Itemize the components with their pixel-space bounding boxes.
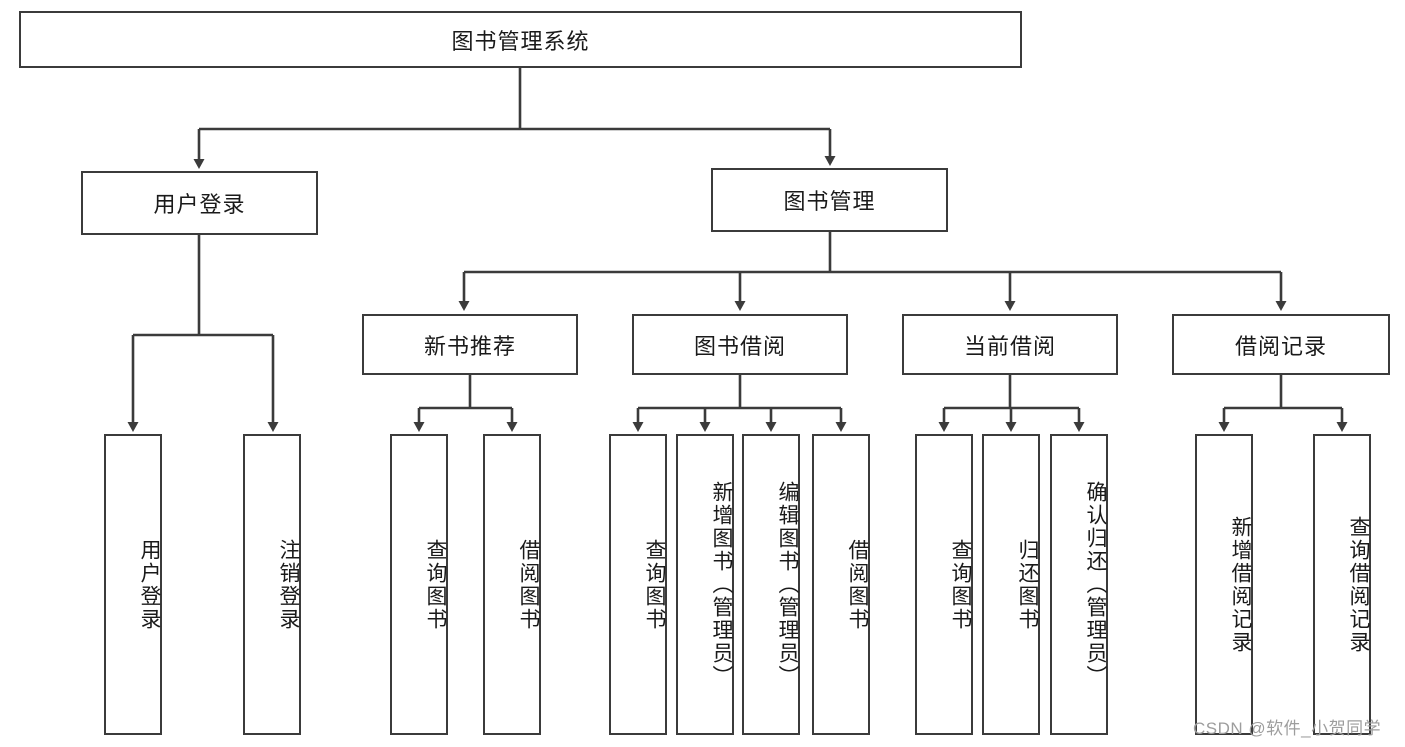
leaf-book-borrow-3[interactable]: 编辑图书（管理员） bbox=[742, 434, 800, 735]
node-book-management[interactable]: 图书管理 bbox=[711, 168, 948, 232]
leaf-user-login-1[interactable]: 用户登录 bbox=[104, 434, 162, 735]
leaf-book-borrow-2[interactable]: 新增图书（管理员） bbox=[676, 434, 734, 735]
leaf-book-borrow-2-label: 新增图书（管理员） bbox=[710, 481, 733, 688]
node-borrow-record-label: 借阅记录 bbox=[1234, 333, 1327, 359]
node-new-book-recommend[interactable]: 新书推荐 bbox=[362, 314, 578, 375]
node-book-borrow-label: 图书借阅 bbox=[693, 333, 786, 359]
leaf-current-borrow-2-label: 归还图书 bbox=[1016, 538, 1039, 631]
leaf-current-borrow-3[interactable]: 确认归还（管理员） bbox=[1050, 434, 1108, 735]
leaf-new-book-2[interactable]: 借阅图书 bbox=[483, 434, 541, 735]
node-user-login-label: 用户登录 bbox=[153, 192, 246, 217]
leaf-book-borrow-4-label: 借阅图书 bbox=[846, 538, 869, 631]
leaf-new-book-1[interactable]: 查询图书 bbox=[390, 434, 448, 735]
csdn-watermark: CSDN @软件_小贺同学 bbox=[1193, 719, 1382, 738]
node-root[interactable]: 图书管理系统 bbox=[19, 11, 1022, 68]
node-borrow-record[interactable]: 借阅记录 bbox=[1172, 314, 1390, 375]
leaf-user-login-1-label: 用户登录 bbox=[138, 538, 161, 631]
leaf-book-borrow-1-label: 查询图书 bbox=[643, 538, 666, 631]
leaf-book-borrow-1[interactable]: 查询图书 bbox=[609, 434, 667, 735]
leaf-new-book-1-label: 查询图书 bbox=[424, 538, 447, 631]
node-user-login[interactable]: 用户登录 bbox=[81, 171, 318, 235]
leaf-book-borrow-3-label: 编辑图书（管理员） bbox=[776, 481, 799, 688]
node-root-label: 图书管理系统 bbox=[451, 28, 590, 54]
node-new-book-recommend-label: 新书推荐 bbox=[423, 333, 516, 359]
node-current-borrow[interactable]: 当前借阅 bbox=[902, 314, 1118, 375]
leaf-borrow-record-1-label: 新增借阅记录 bbox=[1229, 515, 1252, 654]
leaf-borrow-record-2[interactable]: 查询借阅记录 bbox=[1313, 434, 1371, 735]
leaf-book-borrow-4[interactable]: 借阅图书 bbox=[812, 434, 870, 735]
leaf-current-borrow-2[interactable]: 归还图书 bbox=[982, 434, 1040, 735]
node-book-management-label: 图书管理 bbox=[783, 189, 876, 214]
node-book-borrow[interactable]: 图书借阅 bbox=[632, 314, 848, 375]
leaf-current-borrow-1-label: 查询图书 bbox=[949, 538, 972, 631]
leaf-current-borrow-3-label: 确认归还（管理员） bbox=[1084, 481, 1107, 688]
leaf-user-login-2[interactable]: 注销登录 bbox=[243, 434, 301, 735]
leaf-new-book-2-label: 借阅图书 bbox=[517, 538, 540, 631]
leaf-current-borrow-1[interactable]: 查询图书 bbox=[915, 434, 973, 735]
leaf-borrow-record-2-label: 查询借阅记录 bbox=[1347, 515, 1370, 654]
leaf-borrow-record-1[interactable]: 新增借阅记录 bbox=[1195, 434, 1253, 735]
leaf-user-login-2-label: 注销登录 bbox=[277, 538, 300, 631]
node-current-borrow-label: 当前借阅 bbox=[963, 333, 1056, 359]
